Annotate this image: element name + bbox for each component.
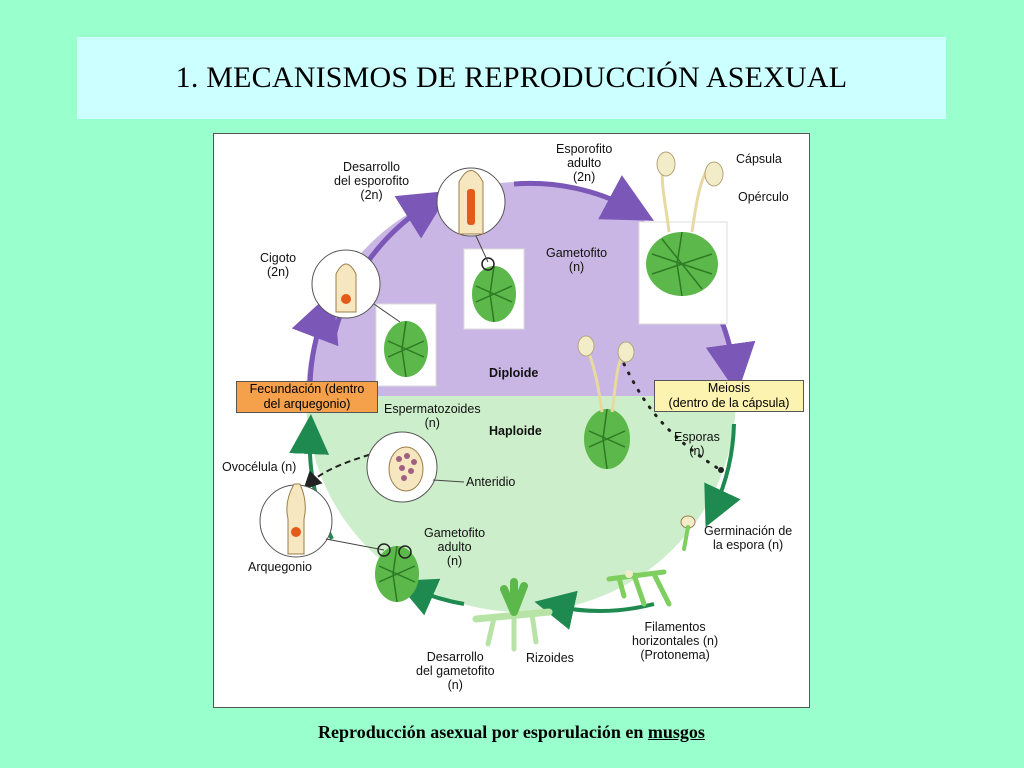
caption-highlight: musgos <box>647 722 705 742</box>
label-archegonium: Arquegonio <box>248 560 312 574</box>
label-operculum: Opérculo <box>738 190 789 204</box>
label-germination: Germinación de la espora (n) <box>704 524 793 552</box>
meiosis-box: Meiosis (dentro de la cápsula) <box>654 380 804 412</box>
label-antheridium: Anteridio <box>466 475 516 489</box>
label-adult-gametophyte: Gametofito adulto (n) <box>424 526 486 568</box>
arrow-to-adult-gametophyte <box>395 578 465 616</box>
arrow-to-zygote <box>291 290 339 385</box>
gametophyte-panel-1 <box>375 303 437 387</box>
zygote-circle <box>311 249 401 323</box>
label-zygote: Cigoto (2n) <box>260 251 297 279</box>
sporophyte-development-circle <box>436 167 506 263</box>
label-capsule: Cápsula <box>736 152 782 166</box>
label-spores: Esporas (n) <box>674 430 720 458</box>
germinating-spore <box>680 515 696 551</box>
gametophyte-panel-2 <box>463 248 525 330</box>
label-adult-sporophyte: Esporofito adulto (2n) <box>556 142 613 184</box>
archegonium-circle <box>259 483 385 558</box>
developing-gametophyte <box>472 578 553 652</box>
label-rhizoids: Rizoides <box>526 651 574 665</box>
moss-life-cycle-diagram: Desarrollo del esporofito (2n) Esporofit… <box>213 133 810 708</box>
capsule-plant <box>577 335 635 470</box>
adult-sporophyte-panel <box>638 151 728 325</box>
figure-caption: Reproducción asexual por esporulación en… <box>318 722 705 742</box>
label-diploid: Diploide <box>489 366 539 380</box>
label-gametophyte: Gametofito (n) <box>546 246 608 274</box>
slide-title: 1. MECANISMOS DE REPRODUCCIÓN ASEXUAL <box>175 61 848 94</box>
protonema <box>606 569 672 607</box>
adult-gametophyte-plant <box>375 543 419 603</box>
label-haploid: Haploide <box>489 424 542 438</box>
life-cycle-graphic <box>259 151 756 652</box>
arrow-to-germination <box>704 423 741 528</box>
label-sporophyte-development: Desarrollo del esporofito (2n) <box>334 160 410 202</box>
label-protonema: Filamentos horizontales (n) (Protonema) <box>632 620 719 662</box>
antheridium-circle <box>366 431 465 503</box>
arrow-to-adult-sporophyte <box>513 175 655 221</box>
slide-title-box: 1. MECANISMOS DE REPRODUCCIÓN ASEXUAL <box>77 37 946 119</box>
label-gametophyte-development: Desarrollo del gametofito (n) <box>416 650 495 692</box>
label-ovocell: Ovocélula (n) <box>222 460 297 474</box>
label-spermatozoids: Espermatozoides (n) <box>384 402 481 430</box>
fertilization-box: Fecundación (dentro del arquegonio) <box>236 381 378 413</box>
sperm-arrow <box>303 451 380 490</box>
